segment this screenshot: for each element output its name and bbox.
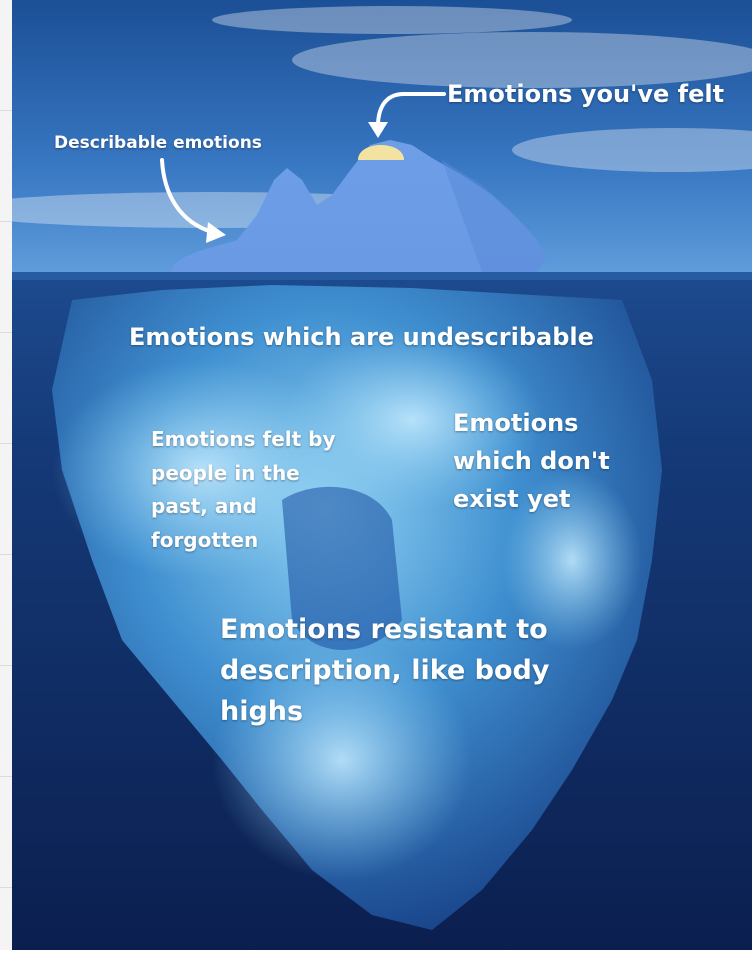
label-not-exist-yet: Emotions which don't exist yet — [453, 404, 623, 518]
label-emotions-felt: Emotions you've felt — [447, 80, 724, 108]
label-resistant-to-description: Emotions resistant to description, like … — [220, 609, 560, 732]
iceberg-diagram: Emotions you've felt Describable emotion… — [12, 0, 752, 950]
label-undescribable-emotions: Emotions which are undescribable — [129, 323, 594, 351]
label-describable-emotions: Describable emotions — [54, 133, 262, 153]
label-past-forgotten: Emotions felt by people in the past, and… — [151, 423, 361, 557]
left-sidebar-strip — [0, 0, 12, 950]
waterline — [12, 272, 752, 280]
